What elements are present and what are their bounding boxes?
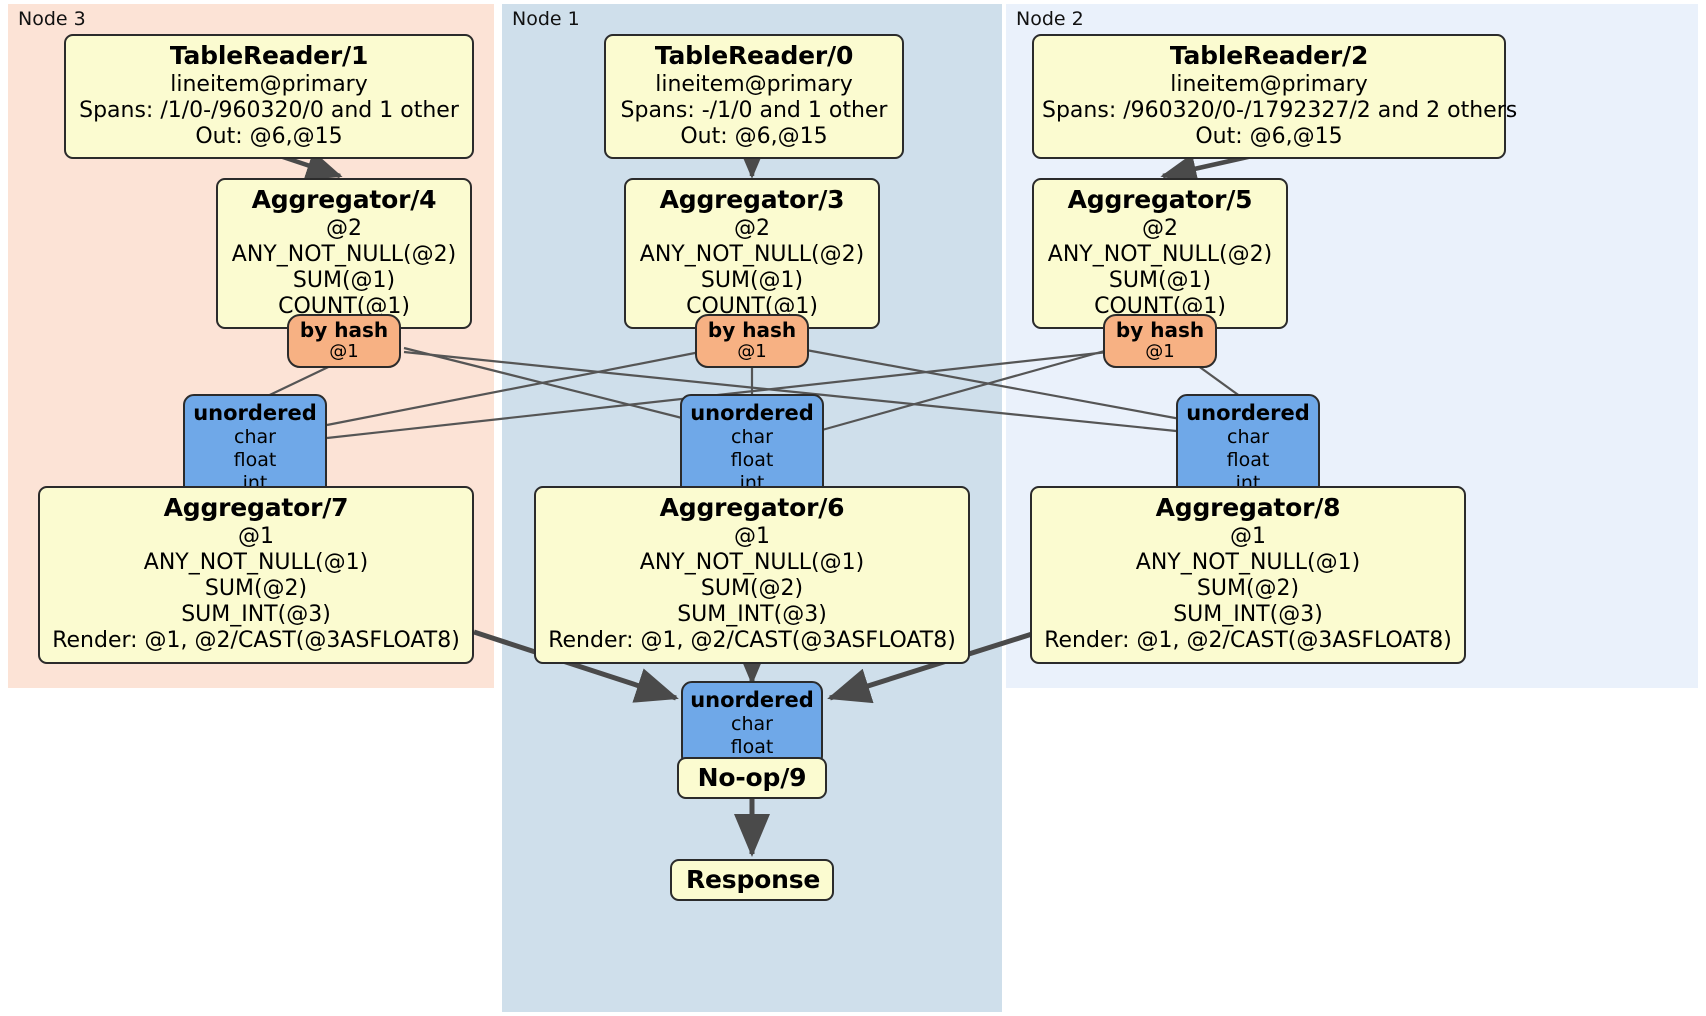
aggregator-7-agg-2: SUM_INT(@3) — [181, 602, 331, 628]
final-unordered-receiver[interactable]: unordered char float — [681, 681, 823, 767]
unordered-receiver-node2-type-1: float — [1226, 448, 1270, 471]
unordered-receiver-node2-title: unordered — [1186, 401, 1310, 425]
processor-tablereader-2[interactable]: TableReader/2 lineitem@primary Spans: /9… — [1032, 34, 1518, 160]
processor-tablereader-1[interactable]: TableReader/1 lineitem@primary Spans: /1… — [64, 34, 474, 160]
aggregator-4-agg-0: ANY_NOT_NULL(@2) — [231, 241, 457, 267]
hash-router-node2-column: @1 — [1145, 340, 1175, 362]
processor-aggregator-5[interactable]: Aggregator/5 @2 ANY_NOT_NULL(@2) SUM(@1)… — [1032, 178, 1288, 330]
hash-router-node3[interactable]: by hash @1 — [287, 314, 401, 369]
unordered-receiver-node2-type-0: char — [1227, 426, 1269, 449]
aggregator-6-agg-1: SUM(@2) — [700, 576, 804, 602]
aggregator-8-title: Aggregator/8 — [1155, 493, 1341, 522]
aggregator-7-agg-1: SUM(@2) — [204, 576, 308, 602]
aggregator-5-group: @2 — [1142, 215, 1178, 241]
aggregator-7-group: @1 — [238, 523, 274, 549]
aggregator-4-agg-1: SUM(@1) — [292, 268, 396, 294]
aggregator-5-agg-1: SUM(@1) — [1108, 268, 1212, 294]
aggregator-3-agg-0: ANY_NOT_NULL(@2) — [639, 241, 865, 267]
aggregator-3-title: Aggregator/3 — [659, 185, 845, 214]
processor-aggregator-6[interactable]: Aggregator/6 @1 ANY_NOT_NULL(@1) SUM(@2)… — [534, 486, 970, 664]
hash-router-node3-title: by hash — [299, 318, 389, 342]
tablereader-0-title: TableReader/0 — [654, 41, 854, 70]
tablereader-1-table: lineitem@primary — [170, 71, 368, 97]
node-panel-label-node1: Node 1 — [512, 8, 580, 30]
aggregator-6-group: @1 — [734, 523, 770, 549]
noop-9-title: No-op/9 — [697, 763, 807, 792]
aggregator-3-agg-1: SUM(@1) — [700, 268, 804, 294]
processor-noop-9[interactable]: No-op/9 — [677, 757, 827, 799]
tablereader-0-table: lineitem@primary — [655, 71, 853, 97]
tablereader-2-title: TableReader/2 — [1169, 41, 1369, 70]
processor-aggregator-7[interactable]: Aggregator/7 @1 ANY_NOT_NULL(@1) SUM(@2)… — [38, 486, 474, 664]
unordered-receiver-node1-type-1: float — [730, 448, 774, 471]
aggregator-8-agg-0: ANY_NOT_NULL(@1) — [1135, 549, 1361, 575]
unordered-receiver-node3-type-1: float — [233, 448, 277, 471]
unordered-receiver-node3[interactable]: unordered char float int — [183, 394, 327, 503]
unordered-receiver-node3-type-0: char — [234, 426, 276, 449]
unordered-receiver-node1-type-0: char — [731, 426, 773, 449]
aggregator-4-title: Aggregator/4 — [251, 185, 437, 214]
aggregator-8-group: @1 — [1230, 523, 1266, 549]
processor-tablereader-0[interactable]: TableReader/0 lineitem@primary Spans: -/… — [604, 34, 904, 160]
aggregator-8-render: Render: @1, @2/CAST(@3ASFLOAT8) — [1044, 628, 1452, 654]
aggregator-5-title: Aggregator/5 — [1067, 185, 1253, 214]
tablereader-2-out: Out: @6,@15 — [1195, 124, 1343, 150]
final-unordered-receiver-type-1: float — [730, 735, 774, 758]
aggregator-7-title: Aggregator/7 — [163, 493, 349, 522]
processor-response[interactable]: Response — [670, 859, 834, 901]
unordered-receiver-node3-title: unordered — [193, 401, 317, 425]
response-title: Response — [686, 865, 821, 894]
unordered-receiver-node1-title: unordered — [690, 401, 814, 425]
aggregator-6-title: Aggregator/6 — [659, 493, 845, 522]
hash-router-node1[interactable]: by hash @1 — [695, 314, 809, 369]
hash-router-node1-column: @1 — [737, 340, 767, 362]
hash-router-node3-column: @1 — [329, 340, 359, 362]
tablereader-1-out: Out: @6,@15 — [195, 124, 343, 150]
node-panel-label-node2: Node 2 — [1016, 8, 1084, 30]
processor-aggregator-4[interactable]: Aggregator/4 @2 ANY_NOT_NULL(@2) SUM(@1)… — [216, 178, 472, 330]
aggregator-7-render: Render: @1, @2/CAST(@3ASFLOAT8) — [52, 628, 460, 654]
aggregator-7-agg-0: ANY_NOT_NULL(@1) — [143, 549, 369, 575]
aggregator-6-render: Render: @1, @2/CAST(@3ASFLOAT8) — [548, 628, 956, 654]
hash-router-node2[interactable]: by hash @1 — [1103, 314, 1217, 369]
tablereader-0-out: Out: @6,@15 — [680, 124, 828, 150]
hash-router-node2-title: by hash — [1115, 318, 1205, 342]
aggregator-8-agg-1: SUM(@2) — [1196, 576, 1300, 602]
aggregator-6-agg-2: SUM_INT(@3) — [677, 602, 827, 628]
tablereader-2-table: lineitem@primary — [1170, 71, 1368, 97]
tablereader-2-spans: Spans: /960320/0-/1792327/2 and 2 others — [1042, 97, 1518, 123]
processor-aggregator-3[interactable]: Aggregator/3 @2 ANY_NOT_NULL(@2) SUM(@1)… — [624, 178, 880, 330]
hash-router-node1-title: by hash — [707, 318, 797, 342]
aggregator-4-group: @2 — [326, 215, 362, 241]
aggregator-8-agg-2: SUM_INT(@3) — [1173, 602, 1323, 628]
aggregator-6-agg-0: ANY_NOT_NULL(@1) — [639, 549, 865, 575]
tablereader-1-title: TableReader/1 — [169, 41, 369, 70]
node-panel-label-node3: Node 3 — [18, 8, 86, 30]
tablereader-0-spans: Spans: -/1/0 and 1 other — [620, 97, 888, 123]
final-unordered-receiver-title: unordered — [690, 688, 814, 712]
unordered-receiver-node2[interactable]: unordered char float int — [1176, 394, 1320, 503]
aggregator-5-agg-0: ANY_NOT_NULL(@2) — [1047, 241, 1273, 267]
aggregator-3-group: @2 — [734, 215, 770, 241]
tablereader-1-spans: Spans: /1/0-/960320/0 and 1 other — [79, 97, 459, 123]
processor-aggregator-8[interactable]: Aggregator/8 @1 ANY_NOT_NULL(@1) SUM(@2)… — [1030, 486, 1466, 664]
final-unordered-receiver-type-0: char — [731, 713, 773, 736]
